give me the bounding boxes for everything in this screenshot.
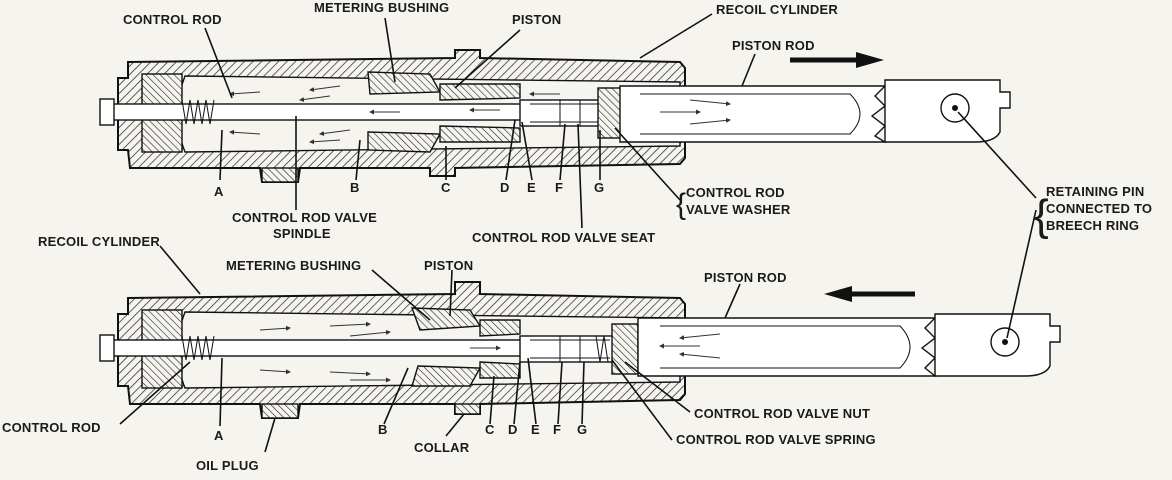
bottom-label-recoil-cylinder: RECOIL CYLINDER — [38, 234, 160, 249]
bottom-label-piston: PISTON — [424, 258, 473, 273]
top-assembly — [99, 49, 1011, 183]
top-metering-bushing-upper — [367, 71, 442, 95]
bottom-piston-rod-bore — [660, 325, 911, 369]
top-label-washer-line1: CONTROL ROD — [686, 185, 785, 200]
bottom-letter-b: B — [378, 422, 388, 437]
bottom-spring — [181, 335, 215, 361]
bottom-label-oil-plug: OIL PLUG — [196, 458, 259, 473]
top-letter-f: F — [555, 180, 563, 195]
bottom-metering-bushing-upper — [410, 307, 482, 331]
label-retaining-pin-line2: CONNECTED TO — [1046, 201, 1152, 216]
top-letter-b: B — [350, 180, 360, 195]
top-flow-arrows — [229, 85, 731, 145]
bottom-letter-e: E — [531, 422, 540, 437]
top-oil-plug — [261, 167, 299, 183]
top-label-valve-seat: CONTROL ROD VALVE SEAT — [472, 230, 655, 245]
bottom-oil-plug — [261, 403, 299, 419]
top-label-piston: PISTON — [512, 12, 561, 27]
top-piston-rod-bore — [640, 93, 861, 135]
bottom-control-rod — [103, 339, 525, 357]
bottom-label-control-rod: CONTROL ROD — [2, 420, 101, 435]
top-leader-lines — [204, 13, 756, 229]
top-label-control-rod: CONTROL ROD — [123, 12, 222, 27]
bottom-letter-c: C — [485, 422, 495, 437]
bottom-label-piston-rod: PISTON ROD — [704, 270, 787, 285]
bottom-metering-bushing-lower — [411, 365, 482, 387]
top-letter-d: D — [500, 180, 510, 195]
bottom-piston-lower — [479, 361, 521, 379]
bottom-collar — [454, 403, 481, 415]
top-spring — [181, 99, 215, 125]
bottom-label-valve-spring: CONTROL ROD VALVE SPRING — [676, 432, 876, 447]
top-piston-rod — [619, 85, 888, 143]
top-letter-a: A — [214, 184, 224, 199]
bottom-piston-upper — [479, 319, 521, 337]
bottom-retaining-pin-center — [1002, 339, 1008, 345]
top-label-metering-bushing: METERING BUSHING — [314, 0, 449, 15]
top-letter-g: G — [594, 180, 604, 195]
bottom-label-valve-nut: CONTROL ROD VALVE NUT — [694, 406, 870, 421]
top-letter-e: E — [527, 180, 536, 195]
bottom-flow-arrows — [259, 321, 721, 383]
top-valve-details — [530, 100, 610, 126]
bottom-letter-f: F — [553, 422, 561, 437]
bottom-letter-d: D — [508, 422, 518, 437]
top-label-spindle-line2: SPINDLE — [273, 226, 331, 241]
top-label-washer-line2: VALVE WASHER — [686, 202, 791, 217]
retaining-pin-brace: { — [1034, 191, 1049, 240]
bottom-control-rod-head — [99, 334, 115, 362]
top-label-piston-rod: PISTON ROD — [732, 38, 815, 53]
top-motion-arrow-head — [856, 52, 884, 68]
top-label-spindle-line1: CONTROL ROD VALVE — [232, 210, 377, 225]
top-control-rod-head — [99, 98, 115, 126]
bottom-piston-rod — [637, 317, 937, 377]
bottom-letter-a: A — [214, 428, 224, 443]
top-retaining-pin-center — [952, 105, 958, 111]
top-piston-lower — [439, 125, 521, 143]
bottom-leader-lines — [119, 245, 741, 453]
bottom-label-metering-bushing: METERING BUSHING — [226, 258, 361, 273]
retaining-pin-leaders — [957, 111, 1037, 339]
label-retaining-pin-line1: RETAINING PIN — [1046, 184, 1144, 199]
top-control-rod — [103, 103, 525, 121]
top-label-recoil-cylinder: RECOIL CYLINDER — [716, 2, 838, 17]
top-piston-upper — [439, 83, 521, 101]
top-letter-c: C — [441, 180, 451, 195]
top-metering-bushing-lower — [367, 131, 442, 153]
bottom-motion-arrow-head — [824, 286, 852, 302]
bottom-label-collar: COLLAR — [414, 440, 470, 455]
bottom-letter-g: G — [577, 422, 587, 437]
bottom-assembly — [99, 281, 1061, 419]
label-retaining-pin-line3: BREECH RING — [1046, 218, 1139, 233]
bottom-valve-details — [530, 335, 610, 363]
washer-brace: { — [676, 188, 686, 221]
